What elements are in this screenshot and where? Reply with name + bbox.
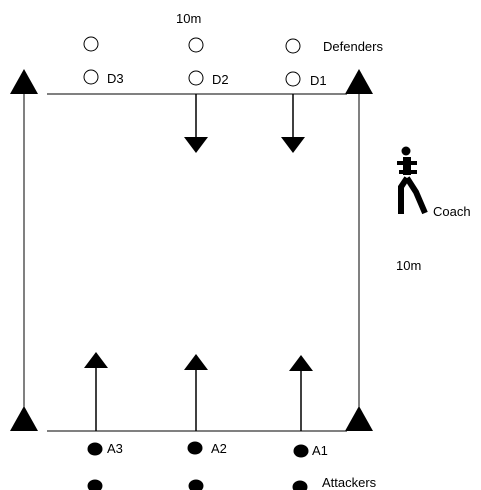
defender-waiting-2 xyxy=(188,37,204,53)
cone-bottom-left xyxy=(10,406,38,431)
coach-label: Coach xyxy=(433,204,471,219)
defender-arrow-d2-head xyxy=(184,137,208,153)
defender-d3-label: D3 xyxy=(107,71,124,86)
side-distance-label: 10m xyxy=(396,258,422,273)
attacker-a3-label: A3 xyxy=(107,441,123,456)
attacker-arrow-a1-head xyxy=(289,355,313,371)
attacker-a3 xyxy=(87,442,103,456)
attacker-a2 xyxy=(187,441,203,455)
attacker-a1 xyxy=(293,444,309,458)
cone-top-right xyxy=(345,69,373,94)
attacker-waiting-3 xyxy=(87,479,103,490)
attacker-a2-label: A2 xyxy=(211,441,227,456)
attacker-a1-label: A1 xyxy=(312,443,328,458)
defender-d1-label: D1 xyxy=(310,73,327,88)
cone-bottom-right xyxy=(345,406,373,431)
defenders-legend: Defenders xyxy=(323,39,383,54)
attacker-waiting-2 xyxy=(188,479,204,490)
attacker-waiting-1 xyxy=(292,480,308,490)
defender-d1 xyxy=(285,71,301,87)
defender-waiting-1 xyxy=(285,38,301,54)
attacker-arrow-a2-head xyxy=(184,354,208,370)
defender-arrow-d1-head xyxy=(281,137,305,153)
cone-top-left xyxy=(10,69,38,94)
runner-icon xyxy=(397,146,428,215)
top-distance-label: 10m xyxy=(176,11,202,26)
attacker-arrow-a3-head xyxy=(84,352,108,368)
attackers-legend: Attackers xyxy=(322,475,377,490)
defender-waiting-3 xyxy=(83,36,99,52)
defender-d2-label: D2 xyxy=(212,72,229,87)
defender-d2 xyxy=(188,70,204,86)
defender-d3 xyxy=(83,69,99,85)
